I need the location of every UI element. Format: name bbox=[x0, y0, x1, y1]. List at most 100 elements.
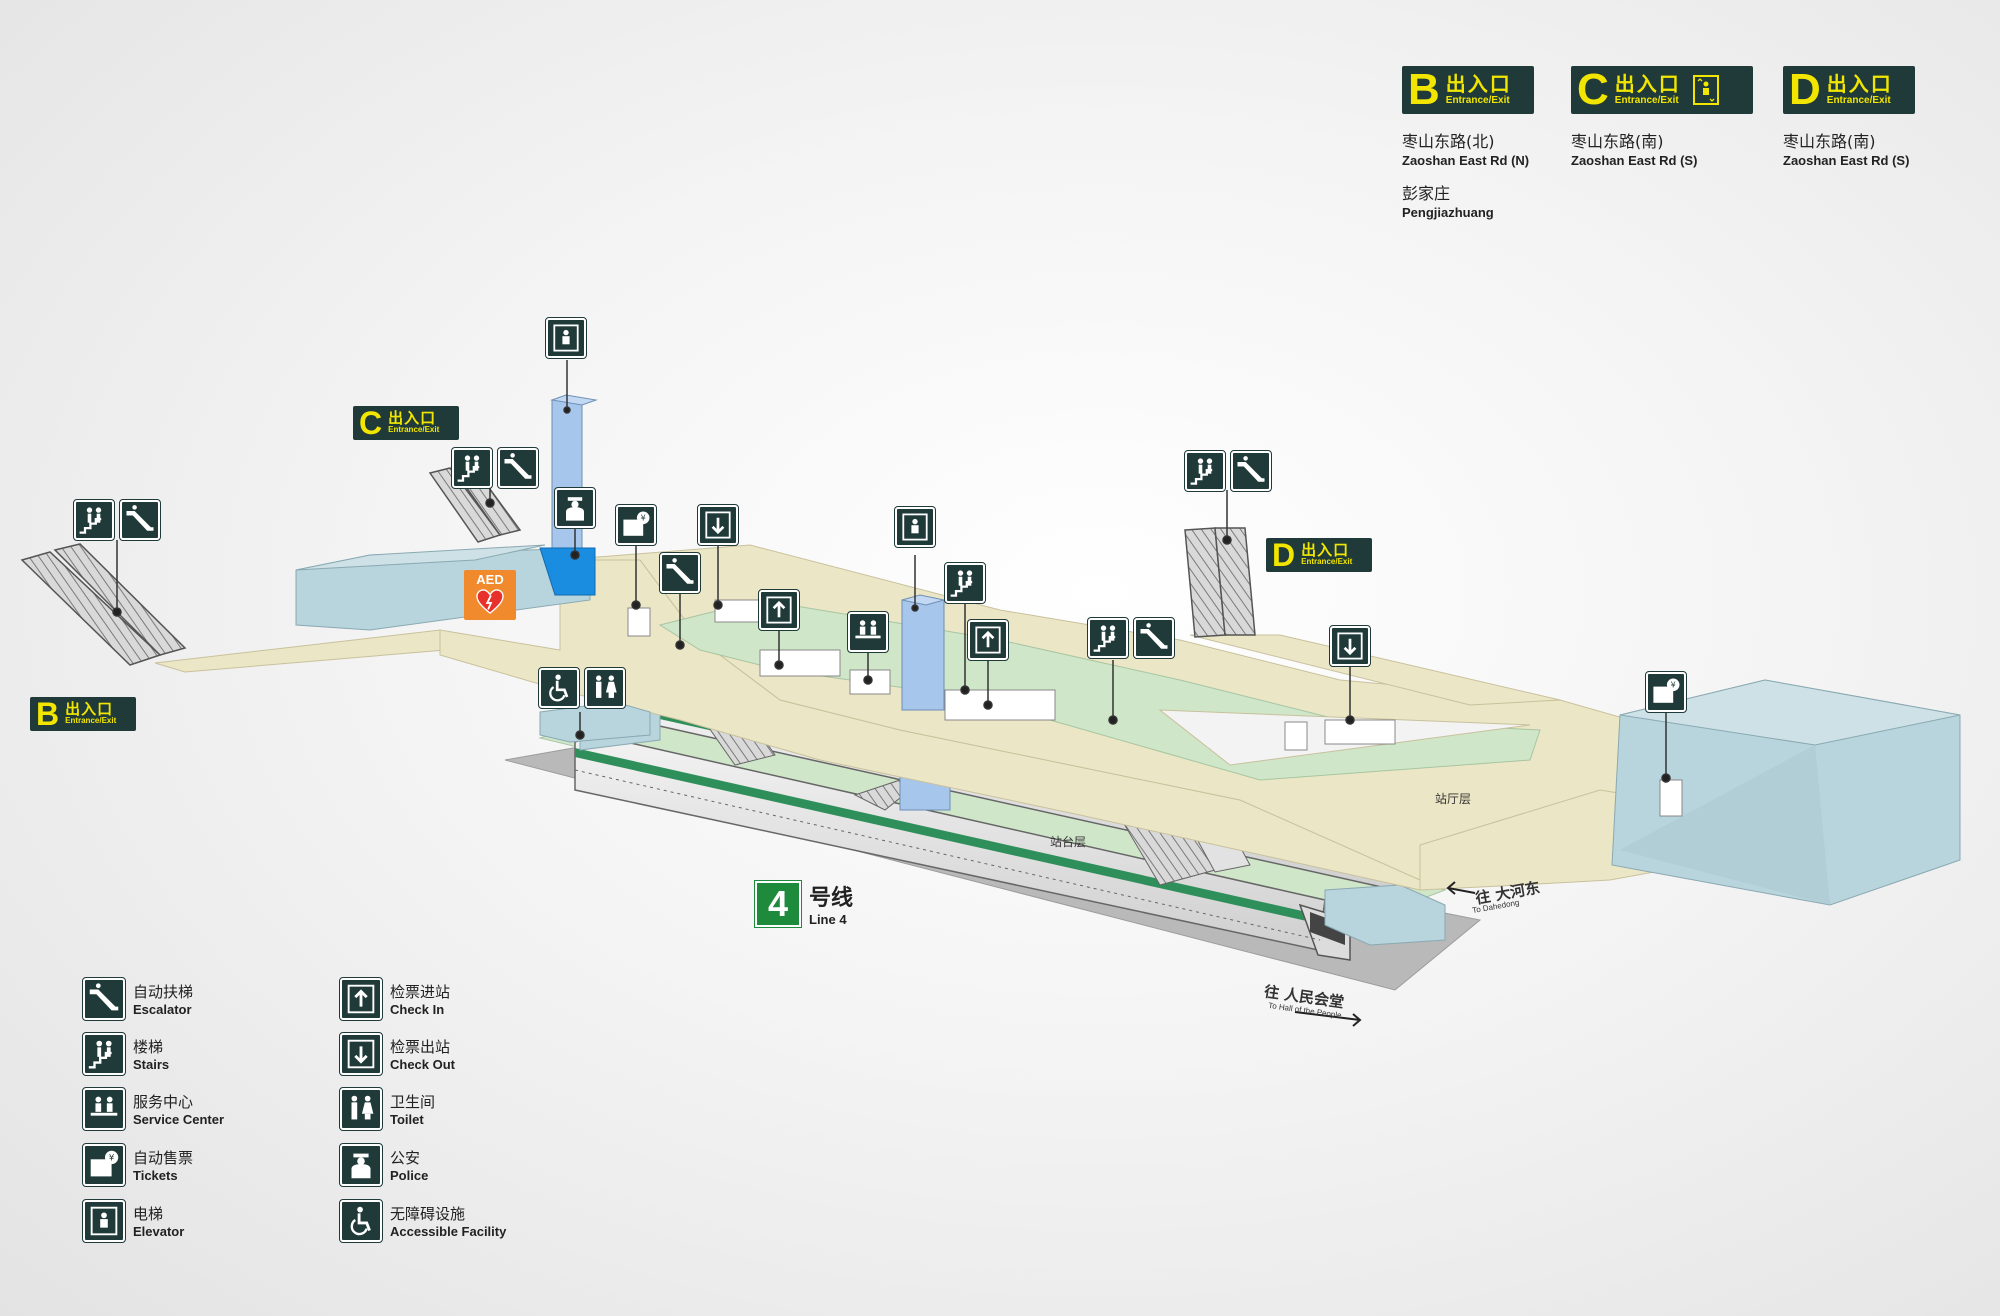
exit-d-sign: D 出入口 Entrance/Exit bbox=[1783, 66, 1915, 114]
exit-en: Entrance/Exit bbox=[388, 425, 440, 435]
aed-title: AED bbox=[476, 572, 504, 587]
legend-cn: 卫生间 bbox=[390, 1093, 436, 1111]
exit-en: Entrance/Exit bbox=[1301, 557, 1353, 567]
legend-en: Tickets bbox=[133, 1168, 178, 1183]
check-in-icon bbox=[967, 619, 1009, 661]
legend-cn: 检票出站 bbox=[390, 1038, 451, 1056]
direction-arrows bbox=[1294, 881, 1476, 1027]
escalator-exit-b bbox=[20, 543, 187, 666]
exit-d-info: 枣山东路(南) Zaoshan East Rd (S) bbox=[1783, 128, 1909, 168]
service-center-icon bbox=[82, 1087, 126, 1131]
ticket-gates bbox=[627, 599, 1683, 817]
check-in-icon bbox=[758, 589, 800, 631]
elevator-icon bbox=[545, 317, 587, 359]
escalator-icon bbox=[659, 552, 701, 594]
stairs-icon bbox=[73, 499, 115, 541]
legend-cn: 无障碍设施 bbox=[390, 1205, 466, 1223]
map-exit-c-sign: C 出入口 Entrance/Exit bbox=[353, 406, 459, 440]
tickets-icon: ¥ bbox=[615, 504, 657, 546]
stairs-icon bbox=[1184, 450, 1226, 492]
legend-cn: 自动扶梯 bbox=[133, 983, 194, 1001]
legend-cn: 楼梯 bbox=[133, 1038, 164, 1056]
check-out-icon bbox=[339, 1032, 383, 1076]
police-icon bbox=[554, 487, 596, 529]
stairs-icon bbox=[82, 1032, 126, 1076]
tickets-icon: ¥ bbox=[1645, 671, 1687, 713]
legend-cn: 公安 bbox=[390, 1149, 421, 1167]
toilet-icon bbox=[339, 1087, 383, 1131]
legend-en: Stairs bbox=[133, 1057, 170, 1072]
line-4-badge: 4 号线 Line 4 bbox=[754, 879, 854, 928]
check-in-icon bbox=[339, 977, 383, 1021]
legend-en: Elevator bbox=[133, 1224, 185, 1239]
map-exit-d-sign: D 出入口 Entrance/Exit bbox=[1266, 538, 1372, 572]
line-cn: 号线 bbox=[809, 886, 854, 911]
exit-letter: B bbox=[36, 696, 60, 732]
road-en: Pengjiazhuang bbox=[1402, 205, 1494, 220]
aed-sign: AED bbox=[464, 570, 516, 620]
elevator-icon bbox=[1692, 75, 1719, 105]
exit-cn: 出入口 bbox=[1826, 72, 1893, 96]
legend-en: Toilet bbox=[390, 1112, 424, 1127]
line-number: 4 bbox=[754, 879, 802, 928]
svg-text:¥: ¥ bbox=[1671, 680, 1676, 690]
check-out-icon bbox=[1329, 625, 1371, 667]
accessible-icon bbox=[538, 667, 580, 709]
elevator-icon bbox=[894, 506, 936, 548]
elevator-shaft-mid bbox=[901, 594, 945, 711]
legend-cn: 自动售票 bbox=[133, 1149, 194, 1167]
road-cn: 彭家庄 bbox=[1402, 184, 1451, 203]
exit-cn: 出入口 bbox=[1301, 540, 1350, 559]
exit-cn: 出入口 bbox=[1445, 72, 1512, 96]
road-cn: 枣山东路(南) bbox=[1571, 132, 1664, 151]
map-exit-b-sign: B 出入口 Entrance/Exit bbox=[30, 697, 136, 731]
exit-letter: C bbox=[359, 405, 383, 441]
toilet-icon bbox=[584, 667, 626, 709]
legend-cn: 服务中心 bbox=[133, 1093, 194, 1111]
road-cn: 枣山东路(南) bbox=[1783, 132, 1876, 151]
exit-c-info: 枣山东路(南) Zaoshan East Rd (S) bbox=[1571, 128, 1697, 168]
heart-icon bbox=[476, 589, 504, 615]
leader-lines bbox=[112, 360, 1671, 783]
structure-left bbox=[295, 544, 591, 631]
police-icon bbox=[339, 1143, 383, 1187]
exit-letter: D bbox=[1272, 537, 1296, 573]
elevator-icon bbox=[82, 1199, 126, 1243]
stairs-icon bbox=[451, 447, 493, 489]
stairs-icon bbox=[944, 562, 986, 604]
svg-text:¥: ¥ bbox=[109, 1153, 115, 1163]
exit-b-info: 枣山东路(北) Zaoshan East Rd (N) 彭家庄 Pengjiaz… bbox=[1402, 128, 1529, 220]
escalator-icon bbox=[119, 499, 161, 541]
service-center-icon bbox=[847, 611, 889, 653]
exit-letter: C bbox=[1577, 65, 1609, 114]
exit-en: Entrance/Exit bbox=[1614, 95, 1679, 106]
legend-cn: 电梯 bbox=[133, 1205, 164, 1223]
road-en: Zaoshan East Rd (S) bbox=[1783, 153, 1910, 168]
legend-cn: 检票进站 bbox=[390, 983, 451, 1001]
exit-letter: D bbox=[1789, 65, 1821, 114]
escalator-icon bbox=[82, 977, 126, 1021]
legend-en: Check Out bbox=[390, 1057, 456, 1072]
toilet-room bbox=[539, 701, 651, 743]
accessible-icon bbox=[339, 1199, 383, 1243]
exit-cn: 出入口 bbox=[388, 408, 437, 427]
legend-en: Police bbox=[390, 1168, 429, 1183]
legend-en: Accessible Facility bbox=[390, 1224, 507, 1239]
escalator-icon bbox=[1133, 617, 1175, 659]
structure-right bbox=[1611, 679, 1961, 906]
legend-en: Service Center bbox=[133, 1112, 225, 1127]
road-cn: 枣山东路(北) bbox=[1402, 132, 1495, 151]
legend-en: Check In bbox=[390, 1002, 445, 1017]
legend-en: Escalator bbox=[133, 1002, 192, 1017]
exit-en: Entrance/Exit bbox=[65, 716, 117, 726]
